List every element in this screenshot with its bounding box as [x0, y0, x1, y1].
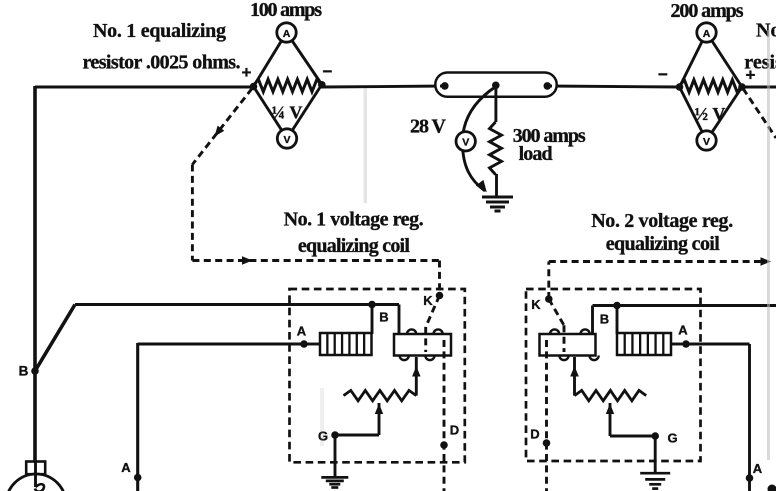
svg-text:No.: No.	[756, 20, 776, 42]
svg-text:½ V: ½ V	[695, 104, 726, 124]
svg-text:V: V	[283, 134, 290, 146]
svg-text:V: V	[462, 137, 469, 149]
svg-text:+: +	[746, 65, 756, 84]
svg-text:K: K	[423, 293, 433, 308]
svg-text:equalizing coil: equalizing coil	[298, 235, 410, 257]
svg-text:A: A	[121, 460, 131, 475]
svg-text:resist: resist	[744, 51, 776, 73]
svg-text:load: load	[519, 143, 553, 165]
svg-text:A: A	[678, 323, 688, 338]
svg-text:28 V: 28 V	[410, 115, 447, 137]
svg-text:No. 2 voltage reg.: No. 2 voltage reg.	[591, 210, 733, 232]
svg-text:V: V	[703, 136, 710, 148]
svg-text:A: A	[283, 28, 291, 40]
svg-text:300 amps: 300 amps	[513, 125, 586, 147]
svg-text:A: A	[753, 461, 763, 476]
svg-text:No. 1 voltage reg.: No. 1 voltage reg.	[284, 208, 424, 230]
svg-text:A: A	[297, 324, 307, 339]
svg-text:B: B	[379, 310, 388, 325]
svg-text:K: K	[531, 297, 541, 312]
svg-text:100 amps: 100 amps	[250, 0, 322, 21]
svg-text:B: B	[19, 364, 29, 379]
svg-text:−: −	[658, 65, 668, 84]
svg-text:¼ V: ¼ V	[272, 102, 303, 122]
svg-text:D: D	[450, 423, 459, 438]
svg-text:200 amps: 200 amps	[671, 0, 744, 22]
svg-text:B: B	[600, 312, 609, 327]
svg-text:G: G	[318, 429, 328, 444]
svg-text:−: −	[323, 62, 333, 81]
svg-text:D: D	[530, 427, 539, 442]
svg-text:G: G	[667, 431, 677, 446]
svg-text:A: A	[703, 28, 711, 40]
svg-text:+: +	[242, 63, 252, 82]
svg-text:No. 1 equalizing: No. 1 equalizing	[93, 20, 226, 42]
svg-text:equalizing coil: equalizing coil	[606, 233, 720, 255]
svg-text:resistor .0025 ohms.: resistor .0025 ohms.	[83, 51, 241, 73]
